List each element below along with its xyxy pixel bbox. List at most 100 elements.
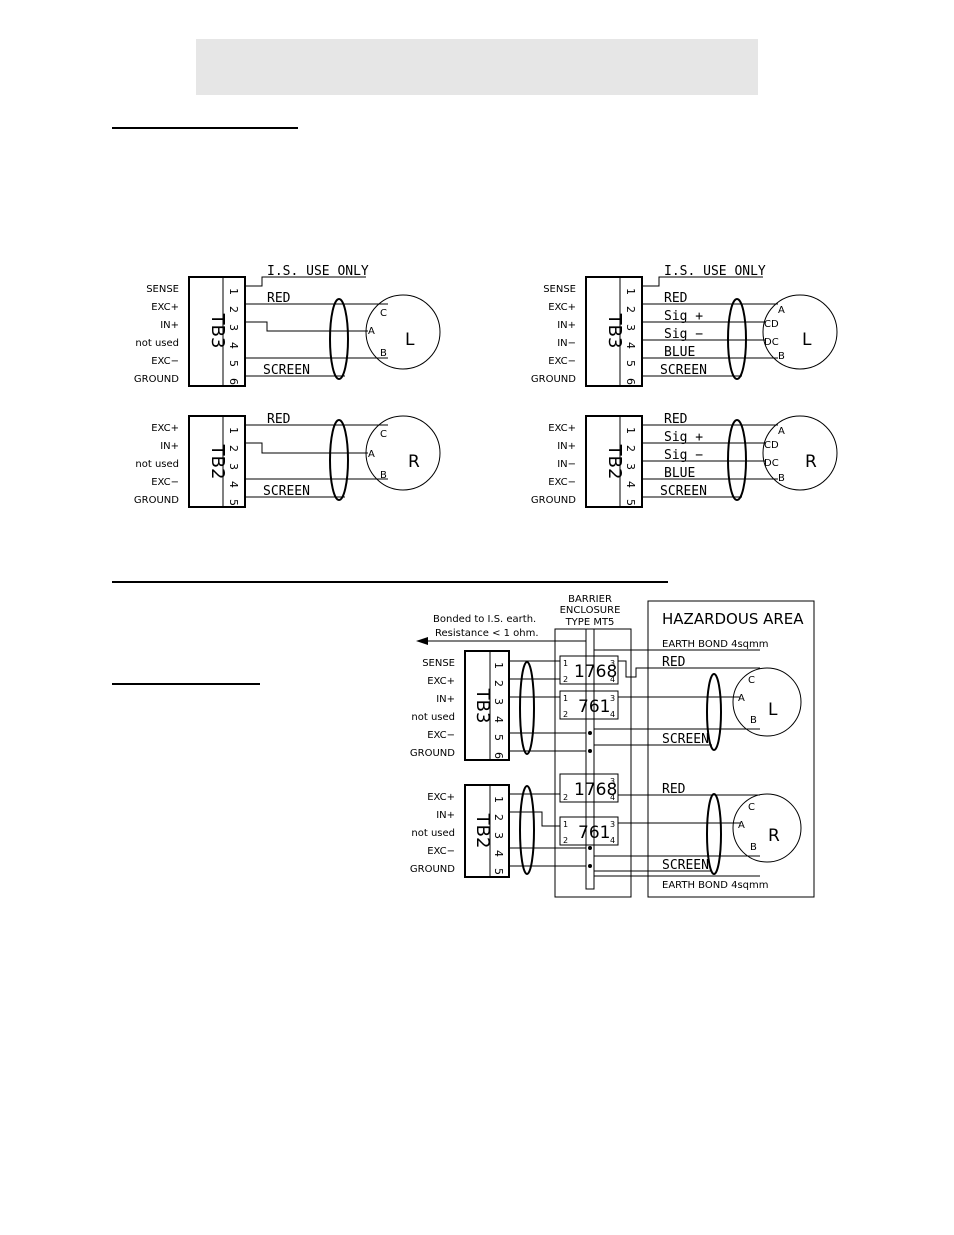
svg-text:Sig +: Sig + [664,430,703,445]
svg-text:EXC+: EXC+ [548,423,576,434]
section-rule-2 [112,581,668,583]
svg-text:A: A [368,449,375,460]
svg-text:TYPE MT5: TYPE MT5 [565,617,615,628]
pin-number: 3 [227,324,240,331]
svg-text:1: 1 [624,427,637,434]
diagram-6wire-right: EXC+ IN+ IN− EXC− GROUND TB2 1 2 3 4 5 R… [531,412,838,508]
svg-text:EXC−: EXC− [427,846,455,857]
svg-text:TB3: TB3 [472,688,493,724]
svg-text:4: 4 [492,716,505,723]
svg-text:3: 3 [624,324,637,331]
label-exc-plus: EXC+ [151,302,179,313]
svg-text:not used: not used [411,828,455,839]
svg-text:EXC−: EXC− [548,356,576,367]
svg-text:GROUND: GROUND [531,495,576,506]
svg-text:TB2: TB2 [472,813,493,849]
svg-text:4: 4 [610,836,615,845]
svg-text:GROUND: GROUND [134,495,179,506]
svg-text:Sig −: Sig − [664,448,703,463]
svg-text:1768: 1768 [574,780,617,800]
svg-text:761: 761 [578,823,610,843]
svg-text:3: 3 [610,659,615,668]
label-in-plus: IN+ [160,320,179,331]
pin-number: 1 [227,288,240,295]
svg-text:SENSE: SENSE [543,284,576,295]
svg-text:4: 4 [610,675,615,684]
svg-text:1: 1 [563,820,568,829]
load-cell-left-label: L [405,330,415,350]
svg-text:C: C [748,802,755,813]
barrier-1768-tb2 [559,773,619,803]
terminal-block-tb3 [188,276,246,387]
section-rule-3 [112,683,260,685]
svg-text:L: L [802,330,812,350]
svg-text:A: A [778,426,785,437]
svg-text:GROUND: GROUND [410,748,455,759]
svg-text:EXC+: EXC+ [427,792,455,803]
svg-text:IN+: IN+ [436,694,455,705]
tb2-label: TB2 [207,444,228,480]
svg-text:5: 5 [227,499,240,506]
svg-text:4: 4 [610,793,615,802]
pin-number: 6 [227,378,240,385]
svg-text:IN+: IN+ [436,810,455,821]
svg-text:6: 6 [492,752,505,759]
svg-text:DC: DC [764,337,779,348]
svg-text:5: 5 [624,499,637,506]
cable-screen [329,298,349,380]
svg-text:SCREEN: SCREEN [263,484,310,499]
bonded-note-line2: Resistance < 1 ohm. [435,628,539,639]
svg-text:3: 3 [227,463,240,470]
diagram-4wire-right-cell: EXC+ IN+ not used EXC− GROUND TB2 1 2 3 … [134,412,441,508]
svg-text:IN+: IN+ [557,441,576,452]
svg-text:4: 4 [492,850,505,857]
svg-text:4: 4 [610,710,615,719]
svg-text:1: 1 [563,659,568,668]
barrier-761-tb2 [559,816,619,846]
svg-text:1: 1 [492,662,505,669]
svg-text:2: 2 [227,445,240,452]
hazardous-area-box [647,600,815,898]
svg-text:2: 2 [563,675,568,684]
svg-text:C: C [380,308,387,319]
svg-text:DC: DC [764,458,779,469]
svg-text:3: 3 [610,777,615,786]
svg-text:A: A [368,326,375,337]
svg-text:EXC−: EXC− [548,477,576,488]
svg-text:BLUE: BLUE [664,466,695,481]
svg-text:not used: not used [135,459,179,470]
svg-text:1: 1 [227,427,240,434]
svg-text:B: B [778,351,785,362]
svg-text:B: B [750,842,757,853]
svg-text:A: A [738,693,745,704]
svg-text:5: 5 [624,360,637,367]
label-sense: SENSE [146,284,179,295]
svg-text:EARTH BOND 4sqmm: EARTH BOND 4sqmm [662,880,769,891]
diagram-6wire-left: SENSE EXC+ IN+ IN− EXC− GROUND TB3 1 2 3… [531,264,838,387]
svg-text:SENSE: SENSE [422,658,455,669]
svg-text:BLUE: BLUE [664,345,695,360]
header-bar [196,39,758,95]
terminal-block-tb2 [188,415,246,508]
svg-text:RED: RED [267,412,291,427]
svg-text:GROUND: GROUND [410,864,455,875]
svg-text:B: B [750,715,757,726]
svg-text:A: A [778,305,785,316]
svg-text:1768: 1768 [574,662,617,682]
svg-text:1: 1 [492,796,505,803]
tb3-label: TB3 [207,313,228,349]
svg-text:2: 2 [492,814,505,821]
svg-text:IN−: IN− [557,338,576,349]
svg-text:not used: not used [411,712,455,723]
wire-screen-label: SCREEN [263,363,310,378]
svg-text:2: 2 [624,445,637,452]
svg-text:2: 2 [563,710,568,719]
is-use-only-label: I.S. USE ONLY [267,264,369,279]
svg-text:3: 3 [492,832,505,839]
pin-number: 4 [227,342,240,349]
svg-text:SCREEN: SCREEN [662,858,709,873]
diagram-barrier: Bonded to I.S. earth. Resistance < 1 ohm… [410,594,815,898]
svg-text:3: 3 [610,820,615,829]
